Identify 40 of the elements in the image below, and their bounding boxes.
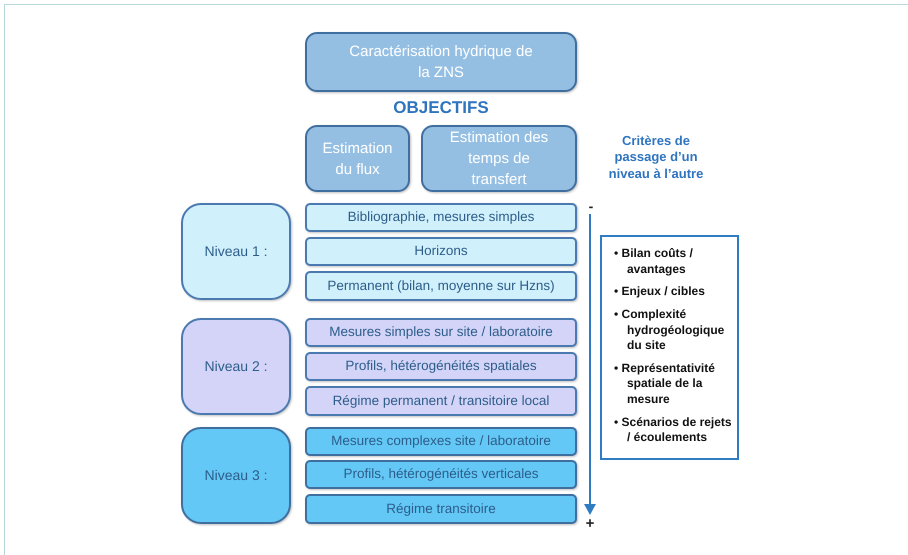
section-heading: OBJECTIFS: [392, 99, 490, 118]
method-box: [305, 386, 577, 416]
method-box: [305, 460, 577, 489]
method-box: [305, 318, 577, 347]
criteria-item: • Scénarios de rejets / écoulements: [614, 414, 733, 446]
box-text: Permanent (bilan, moyenne sur Hzns): [326, 276, 556, 295]
level-box: [181, 427, 291, 524]
box-text: Caractérisation hydrique de la ZNS: [348, 42, 534, 83]
box-text: Bibliographie, mesures simples: [346, 208, 536, 226]
box-text: Mesures simples sur site / laboratoire: [328, 323, 554, 342]
box-text: Profils, hétérogénéités spatiales: [344, 357, 538, 376]
box-text: Horizons: [413, 242, 469, 260]
method-box: [305, 203, 577, 232]
box-text: Niveau 1 :: [203, 242, 269, 261]
criteria-box: [600, 235, 739, 460]
box-text: Estimation des temps de transfert: [448, 128, 550, 190]
title-box: [305, 32, 577, 92]
box-text: Niveau 2 :: [203, 356, 269, 376]
criteria-item: • Bilan coûts / avantages: [614, 246, 694, 278]
method-box: [305, 427, 577, 456]
box-text: Mesures complexes site / laboratoire: [330, 432, 552, 450]
criteria-item: • Représentativité spatiale de la mesure: [614, 360, 716, 408]
box-text: Régime transitoire: [385, 500, 497, 518]
criteria-item: • Enjeux / cibles: [614, 284, 706, 300]
level-box: [181, 318, 291, 415]
method-box: [305, 352, 577, 381]
level-box: [181, 203, 291, 300]
criteria-item: • Complexité hydrogéologique du site: [614, 307, 726, 354]
criteria-heading: Critères de passage d’un niveau à l’autre: [608, 133, 704, 182]
method-box: [305, 237, 577, 266]
method-box: [305, 271, 577, 301]
box-text: Régime permanent / transitoire local: [332, 392, 550, 410]
box-text: Profils, hétérogénéités verticales: [342, 465, 540, 484]
minus-sign: -: [588, 199, 594, 214]
box-text: Niveau 3 :: [203, 466, 269, 485]
objective-box: [421, 125, 577, 192]
method-box: [305, 494, 577, 524]
objective-box: [305, 125, 410, 192]
plus-sign: +: [584, 516, 596, 532]
box-text: Estimation du flux: [321, 138, 394, 180]
